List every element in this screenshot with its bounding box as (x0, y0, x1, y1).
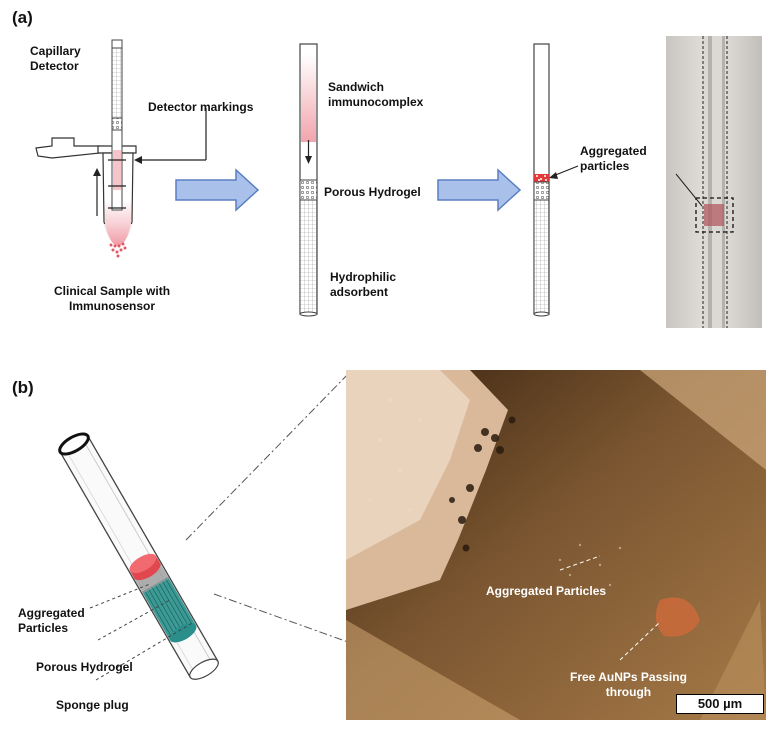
microscopy-photo (346, 370, 766, 720)
capillary-detector-tube (35, 39, 207, 258)
porous-hydrogel-label-b: Porous Hydrogel (36, 660, 133, 674)
aggregated-particles-label-a: Aggregated particles (580, 144, 647, 173)
detector-markings-label: Detector markings (148, 100, 254, 114)
capillary-tube-3 (533, 43, 579, 317)
sponge-plug-label: Sponge plug (56, 698, 129, 712)
clinical-sample-label: Clinical Sample with Immunosensor (54, 284, 171, 313)
aggregated-particles-label-b: Aggregated Particles (18, 606, 85, 635)
photo-free-aunps-label: Free AuNPs Passing through (570, 670, 687, 699)
hydrophilic-adsorbent-label: Hydrophilic adsorbent (330, 270, 397, 299)
photo-aggregated-particles-label: Aggregated Particles (486, 584, 607, 598)
capillary-photo-a (666, 36, 762, 328)
process-arrow-1 (175, 168, 260, 212)
porous-hydrogel-label-a: Porous Hydrogel (324, 185, 421, 199)
scale-bar: 500 µm (676, 694, 764, 714)
panel-a-tag: (a) (12, 8, 33, 27)
process-arrow-2 (437, 168, 522, 212)
sandwich-immunocomplex-label: Sandwich immunocomplex (328, 80, 424, 109)
capillary-detector-label: Capillary Detector (30, 44, 81, 73)
panel-b-tag: (b) (12, 378, 34, 397)
capillary-tube-2 (299, 43, 318, 317)
